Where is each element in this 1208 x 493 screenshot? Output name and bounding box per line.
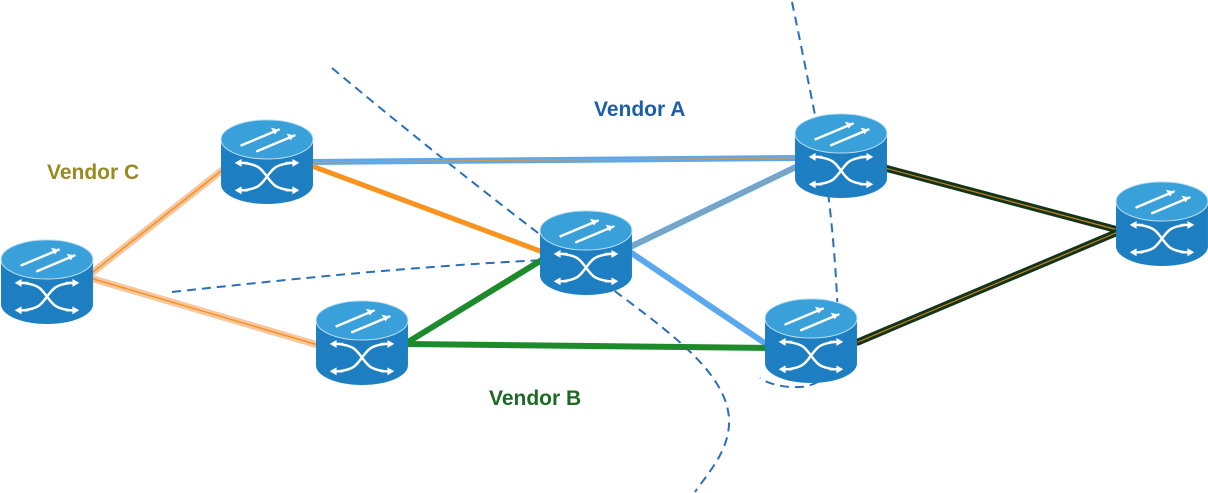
link-c1-r1-core [87, 167, 226, 277]
router-icon [314, 299, 410, 385]
router-icon [1114, 180, 1208, 266]
link-r3-r5-core [884, 167, 1119, 231]
router-icon [219, 118, 315, 204]
link-c1-r2-core [89, 277, 319, 346]
link-r4-r5-core [857, 231, 1119, 343]
boundary-a-right [759, 1, 840, 389]
boundary-c [171, 259, 546, 293]
link-r2-center [405, 255, 548, 345]
link-r1-r3-core [311, 157, 801, 163]
router-icon [538, 209, 634, 295]
links [84, 155, 1122, 351]
vendor-b-label: Vendor B [489, 387, 581, 410]
router-icon [793, 112, 889, 198]
router-icon [763, 297, 859, 383]
link-r2-r4 [405, 341, 778, 351]
link-r1-center [309, 163, 551, 257]
router-icon [0, 238, 95, 324]
vendor-a-label: Vendor A [594, 98, 685, 121]
link-center-r4 [627, 249, 775, 351]
boundary-a-b-left [331, 67, 731, 493]
link-center-r3-core [627, 164, 801, 249]
vendor-c-label: Vendor C [47, 161, 139, 184]
vendor-boundaries [171, 1, 840, 493]
